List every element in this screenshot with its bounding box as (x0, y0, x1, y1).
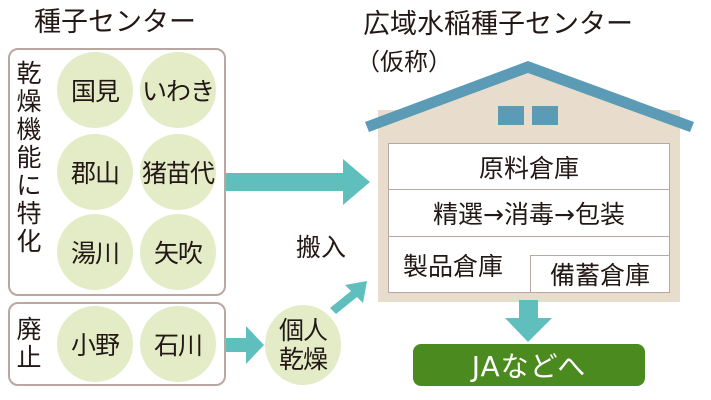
seed-center-title: 種子センター (34, 7, 196, 38)
regional-center-subtitle: （仮称） (356, 48, 452, 76)
closed-label: 廃止 (16, 315, 42, 372)
regional-center-title: 広域水稲種子センター (363, 9, 633, 40)
center-inawashiro: 猪苗代 (140, 134, 216, 210)
arrow-to-ja (505, 300, 552, 342)
individual-drying: 個人乾燥 (265, 305, 341, 385)
building-gable (378, 70, 680, 130)
center-kunimi: 国見 (57, 52, 133, 128)
center-yabuki: 矢吹 (140, 214, 216, 290)
building-window-left (498, 106, 524, 125)
destination-ja: JAなどへ (413, 344, 645, 386)
center-ishikawa: 石川 (140, 306, 216, 382)
center-iwaki: いわき (140, 52, 216, 128)
building-window-right (532, 106, 558, 125)
center-yugawa: 湯川 (57, 214, 133, 290)
dry-function-label: 乾燥機能に特化 (16, 59, 42, 256)
arrow-closed-to-individual (226, 326, 264, 364)
raw-warehouse: 原料倉庫 (388, 143, 670, 190)
center-ono: 小野 (57, 306, 133, 382)
carry-in-label: 搬入 (296, 233, 347, 262)
reserve-warehouse: 備蓄倉庫 (530, 255, 670, 293)
process-flow: 精選→消毒→包装 (388, 189, 670, 237)
arrow-dry-to-center (226, 159, 370, 205)
arrow-individual-to-center (330, 281, 367, 314)
center-koriyama: 郡山 (57, 134, 133, 210)
